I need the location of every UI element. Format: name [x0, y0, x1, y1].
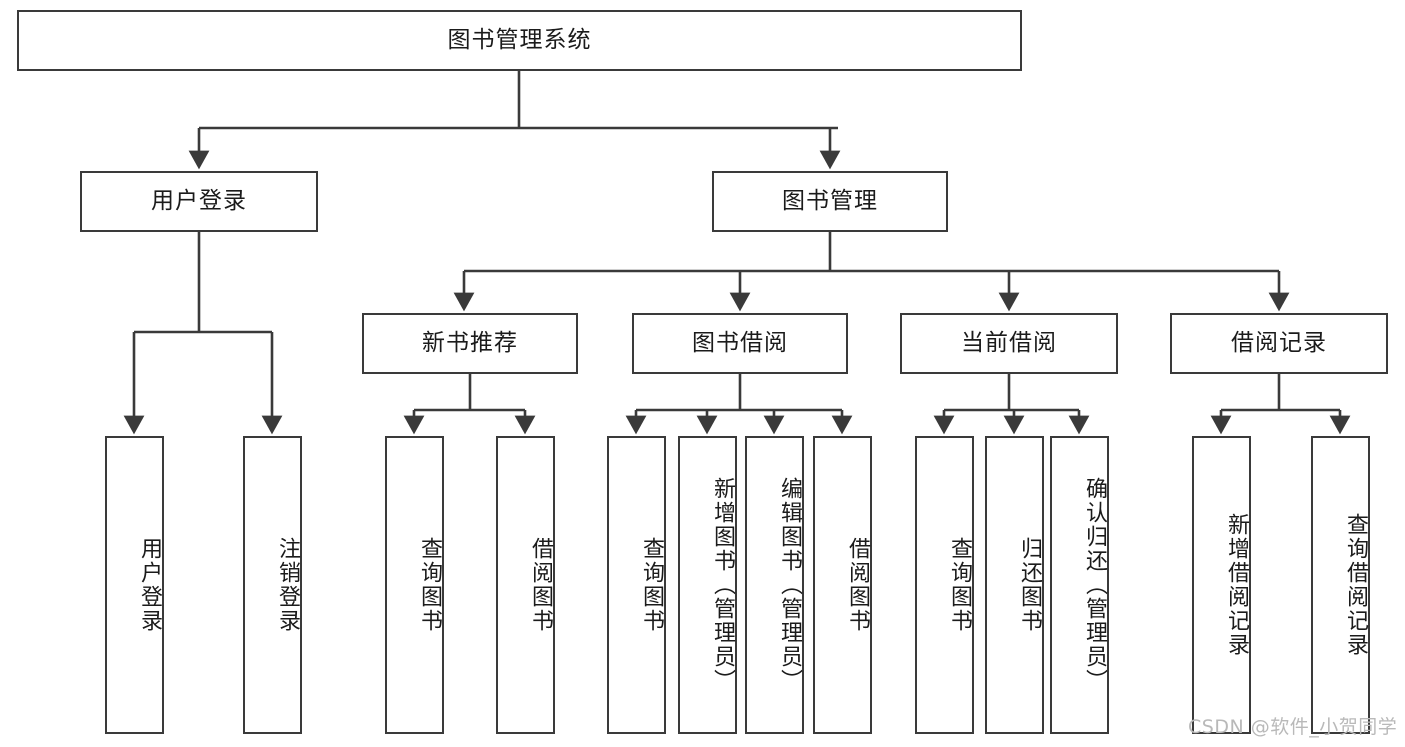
leaf-confirm-return[interactable]: 确认归还（管理员） [1050, 436, 1109, 734]
node-new-book-recommend[interactable]: 新书推荐 [362, 313, 578, 374]
node-label: 图书借阅 [692, 329, 788, 356]
leaf-query-book-2[interactable]: 查询图书 [607, 436, 666, 734]
csdn-watermark: CSDN @软件_小贺同学 [1188, 716, 1398, 738]
leaf-add-record[interactable]: 新增借阅记录 [1192, 436, 1251, 734]
node-root-system[interactable]: 图书管理系统 [17, 10, 1022, 71]
node-label: 当前借阅 [961, 329, 1057, 356]
node-label: 编辑图书（管理员） [777, 477, 802, 693]
node-label: 查询图书 [417, 537, 442, 633]
leaf-query-book-3[interactable]: 查询图书 [915, 436, 974, 734]
leaf-borrow-book-1[interactable]: 借阅图书 [496, 436, 555, 734]
leaf-query-record[interactable]: 查询借阅记录 [1311, 436, 1370, 734]
node-label: 查询借阅记录 [1343, 513, 1368, 657]
node-label: 借阅图书 [528, 537, 553, 633]
leaf-return-book[interactable]: 归还图书 [985, 436, 1044, 734]
node-label: 用户登录 [151, 187, 247, 214]
node-label: 图书管理 [782, 187, 878, 214]
node-label: 查询图书 [947, 537, 972, 633]
leaf-edit-book[interactable]: 编辑图书（管理员） [745, 436, 804, 734]
leaf-user-login[interactable]: 用户登录 [105, 436, 164, 734]
node-label: 归还图书 [1017, 537, 1042, 633]
node-user-login[interactable]: 用户登录 [80, 171, 318, 232]
node-label: 新增借阅记录 [1224, 513, 1249, 657]
node-label: 查询图书 [639, 537, 664, 633]
node-label: 用户登录 [137, 537, 162, 633]
node-current-borrow[interactable]: 当前借阅 [900, 313, 1118, 374]
node-label: 确认归还（管理员） [1082, 477, 1107, 693]
leaf-query-book-1[interactable]: 查询图书 [385, 436, 444, 734]
node-label: 新增图书（管理员） [710, 477, 735, 693]
leaf-add-book[interactable]: 新增图书（管理员） [678, 436, 737, 734]
leaf-logout[interactable]: 注销登录 [243, 436, 302, 734]
node-label: 新书推荐 [422, 329, 518, 356]
node-borrow-record[interactable]: 借阅记录 [1170, 313, 1388, 374]
node-label: 借阅记录 [1231, 329, 1327, 356]
node-label: 注销登录 [275, 537, 300, 633]
node-label: 图书管理系统 [447, 26, 592, 53]
node-label: 借阅图书 [845, 537, 870, 633]
node-book-manage[interactable]: 图书管理 [712, 171, 948, 232]
leaf-borrow-book-2[interactable]: 借阅图书 [813, 436, 872, 734]
node-book-borrow[interactable]: 图书借阅 [632, 313, 848, 374]
